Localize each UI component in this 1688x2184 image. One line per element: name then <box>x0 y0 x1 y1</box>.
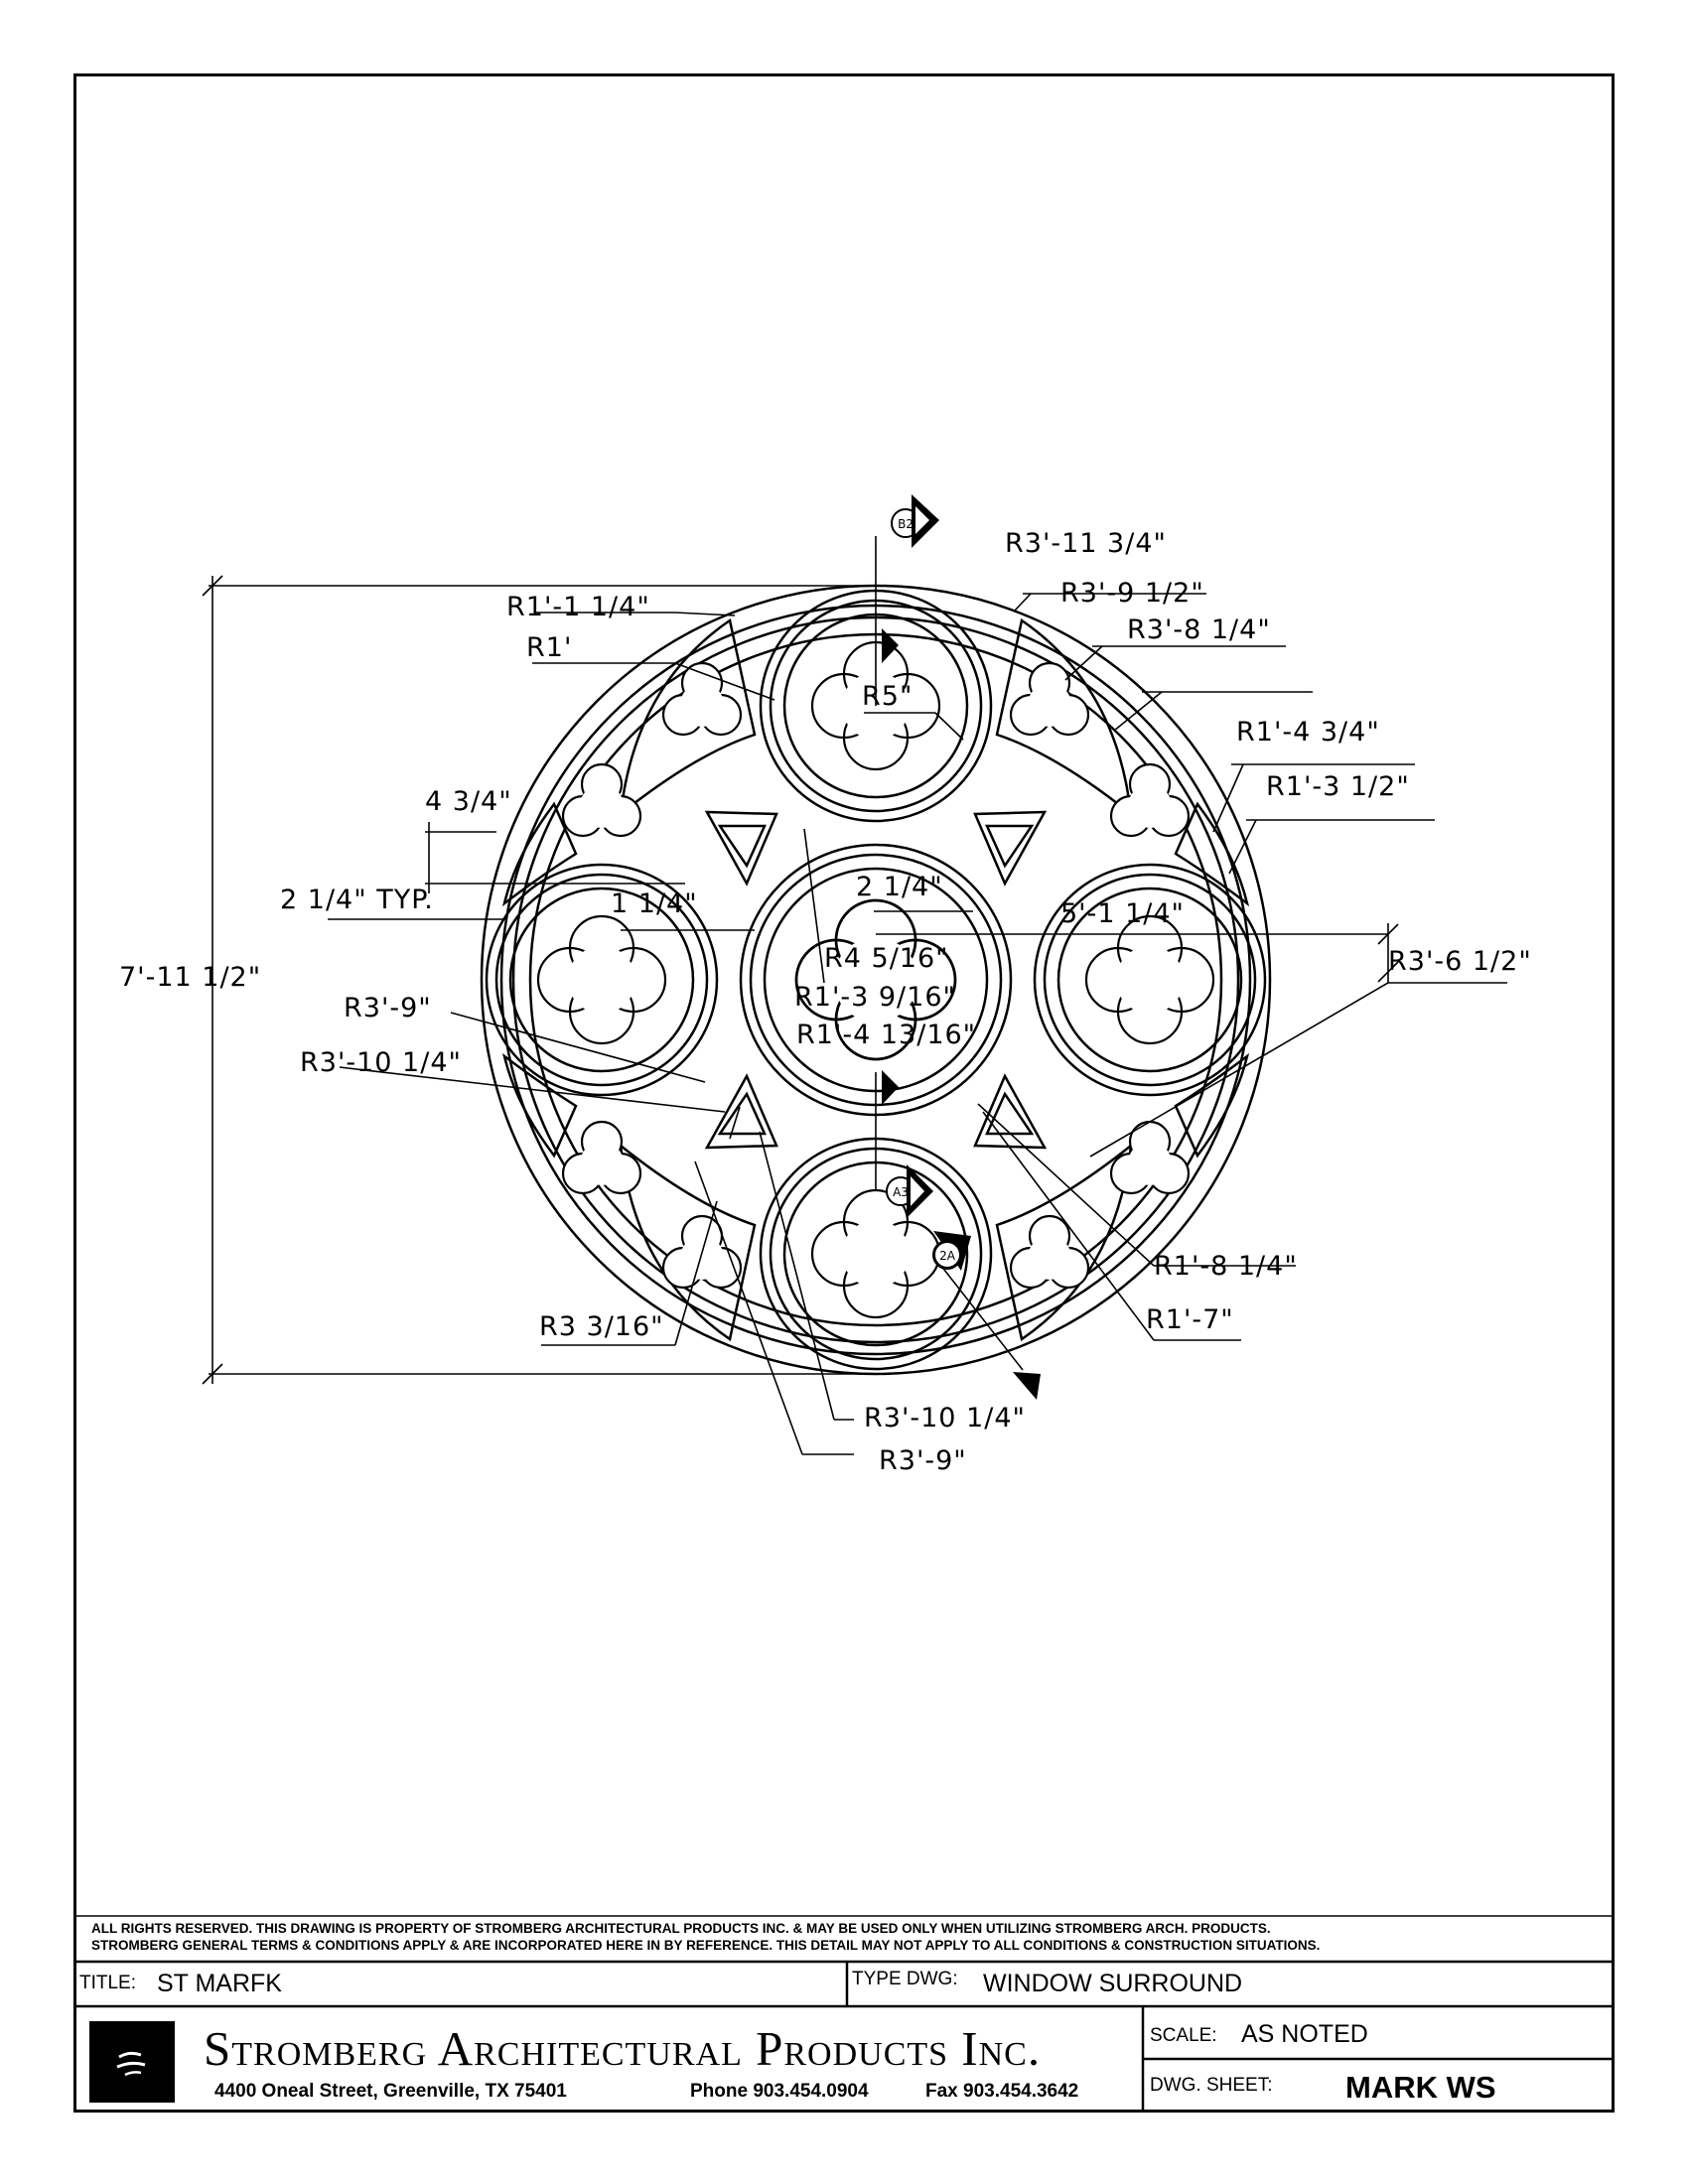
dim-r3-9-1-2: R3'-9 1/2" <box>1060 578 1204 609</box>
dwg-sheet-value: MARK WS <box>1345 2070 1496 2105</box>
scale-label: SCALE: <box>1150 2025 1217 2046</box>
dim-r3-10-1-4-left: R3'-10 1/4" <box>300 1047 462 1078</box>
dim-r5: R5" <box>862 681 913 712</box>
type-dwg-value: WINDOW SURROUND <box>983 1970 1243 1997</box>
company-fax: Fax 903.454.3642 <box>925 2081 1079 2102</box>
dim-r1-3-1-2: R1'-3 1/2" <box>1266 771 1410 802</box>
section-marker-a3-label: A3 <box>893 1185 909 1199</box>
title-block-grid <box>75 1915 1613 2111</box>
section-marker-2a-label: 2A <box>939 1249 956 1263</box>
center-arrow-marker-bottom <box>882 1070 899 1105</box>
dim-r3-9-left: R3'-9" <box>344 993 432 1024</box>
dim-r1-7: R1'-7" <box>1146 1304 1234 1335</box>
dim-r3-6-1-2: R3'-6 1/2" <box>1388 946 1532 977</box>
drawing-sheet-border <box>73 73 1615 2113</box>
dim-r1-4-3-4: R1'-4 3/4" <box>1236 717 1380 748</box>
scale-value: AS NOTED <box>1241 2020 1368 2048</box>
dim-r3-10-1-4-bottom: R3'-10 1/4" <box>864 1403 1026 1433</box>
dim-2-1-4: 2 1/4" <box>856 872 943 902</box>
roundel-right <box>1033 863 1267 1097</box>
company-name: Stromberg Architectural Products Inc. <box>204 2021 1042 2076</box>
title-label: TITLE: <box>79 1973 137 1993</box>
dim-1-1-4: 1 1/4" <box>611 888 698 919</box>
dim-r3-11-3-4: R3'-11 3/4" <box>1005 528 1167 559</box>
roundel-left <box>485 863 719 1097</box>
dimension-lines <box>202 536 1507 1455</box>
title-value: ST MARFK <box>157 1970 282 1997</box>
spandrel-trefoils <box>501 617 1250 1342</box>
dim-r4-5-16: R4 5/16" <box>824 943 949 974</box>
company-logo <box>89 2021 175 2103</box>
section-marker-b2: B2 <box>891 494 939 548</box>
dim-r3-3-16: R3 3/16" <box>539 1311 664 1342</box>
section-marker-2a: 2A <box>932 1231 971 1271</box>
dim-r3-9-bottom: R3'-9" <box>879 1445 967 1476</box>
dim-r1-3-9-16: R1'-3 9/16" <box>794 982 956 1013</box>
dim-r1-1-1-4: R1'-1 1/4" <box>506 592 650 622</box>
company-address: 4400 Oneal Street, Greenville, TX 75401 <box>214 2081 567 2102</box>
dim-r1-8-1-4: R1'-8 1/4" <box>1154 1251 1298 1282</box>
overall-height-dimension: 7'-11 1/2" <box>119 962 261 993</box>
rights-notice-line-1: ALL RIGHTS RESERVED. THIS DRAWING IS PRO… <box>91 1921 1271 1936</box>
company-phone: Phone 903.454.0904 <box>690 2081 869 2102</box>
dim-5-1-1-4: 5'-1 1/4" <box>1060 898 1185 929</box>
type-dwg-label: TYPE DWG: <box>852 1969 958 1989</box>
rights-notice-line-2: STROMBERG GENERAL TERMS & CONDITIONS APP… <box>91 1938 1321 1953</box>
rights-notice: ALL RIGHTS RESERVED. THIS DRAWING IS PRO… <box>91 1920 1601 1954</box>
center-arrow-marker-top <box>882 628 899 663</box>
stromberg-logo-icon <box>116 2051 146 2077</box>
dim-r1-4-13-16: R1'-4 13/16" <box>796 1020 976 1050</box>
dim-r1: R1' <box>526 632 572 663</box>
section-marker-a3: A3 <box>886 1164 933 1218</box>
dwg-sheet-label: DWG. SHEET: <box>1150 2075 1273 2096</box>
section-arrow-marker <box>1013 1372 1041 1400</box>
dim-2-1-4-typ: 2 1/4" TYP. <box>280 885 434 915</box>
section-marker-b2-label: B2 <box>898 517 914 531</box>
dim-r3-8-1-4: R3'-8 1/4" <box>1127 614 1271 645</box>
dim-4-3-4: 4 3/4" <box>425 786 512 817</box>
